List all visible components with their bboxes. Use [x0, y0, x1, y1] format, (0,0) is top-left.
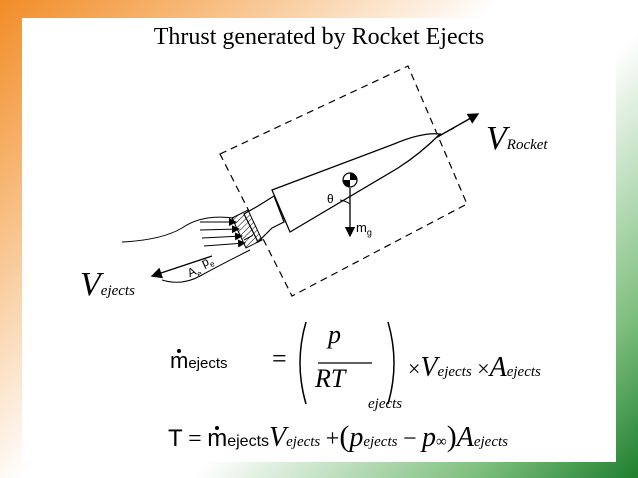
mass-flow-equation: mejects = p RT ejects ×Vejects ×Aejects [170, 320, 541, 412]
exhaust-arrow [199, 225, 240, 234]
v-ejects-label: Vejects [80, 266, 135, 303]
slide-title: Thrust generated by Rocket Ejects [153, 24, 485, 50]
mdot-symbol: m [170, 348, 189, 373]
rocket-velocity-arrow [431, 113, 480, 141]
exhaust-arrow [201, 232, 243, 241]
control-volume-box [219, 65, 468, 297]
mg-label: mg [356, 220, 372, 238]
v-rocket-label: VRocket [486, 120, 548, 157]
center-of-mass-icon [342, 172, 358, 188]
mdot-symbol: m [207, 425, 228, 452]
rocket-diagram [121, 65, 480, 297]
theta-label: θ [327, 192, 334, 206]
ejects-velocity-arrow [150, 255, 213, 279]
thrust-equation: T = mejectsVejects +(pejects − p∞)Aeject… [168, 420, 508, 453]
exhaust-plume-upper [121, 216, 235, 243]
exhaust-plume-lower [161, 249, 251, 283]
slide: Thrust generated by Rocket Ejects [22, 18, 616, 462]
exhaust-arrow [203, 239, 246, 248]
theta-arc [339, 199, 351, 205]
fraction-parentheses [299, 321, 395, 405]
